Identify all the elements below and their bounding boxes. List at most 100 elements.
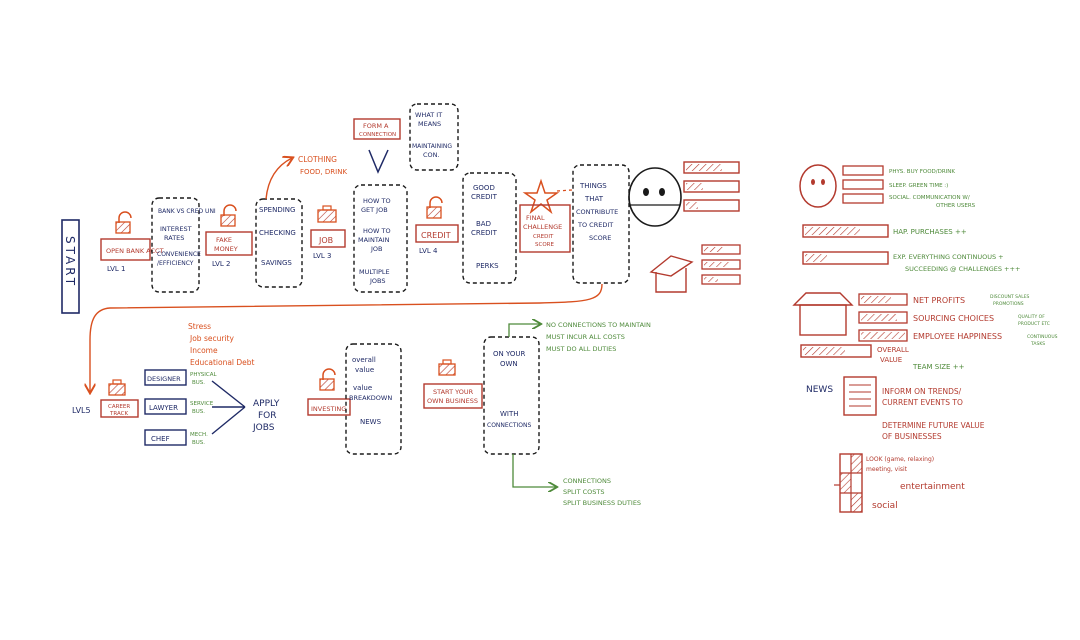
employee-note-2: TASKS <box>1030 341 1045 347</box>
food-drink-label: FOOD, DRINK <box>300 168 347 176</box>
business-briefcase-icon <box>438 359 456 376</box>
employee-note-1: CONTINUOUS <box>1027 334 1058 340</box>
spending-label: SPENDING <box>259 206 295 214</box>
overall-value-bar-fill <box>803 347 845 355</box>
overall-label-1: OVERALL <box>877 346 909 354</box>
inform-label-2: CURRENT EVENTS TO <box>882 398 963 407</box>
head-stat-bars <box>683 161 740 212</box>
row1-to-row2-connector <box>90 283 603 392</box>
value-breakdown-label-2: BREAKDOWN <box>349 394 392 402</box>
spending-box <box>255 198 303 288</box>
credit-score-label-1: CREDIT <box>533 234 554 240</box>
form-connection-box <box>353 118 401 140</box>
sleep-bar <box>842 179 884 190</box>
what-it-means-label-1: WHAT IT <box>415 111 442 119</box>
how-to-get-job-label-1: HOW TO <box>363 197 391 205</box>
how-to-get-job-label-2: GET JOB <box>361 206 388 214</box>
net-profits-note-2: PROMOTIONS <box>993 301 1024 307</box>
apply-label-2: FOR <box>258 411 277 421</box>
final-challenge-star-icon <box>522 178 560 215</box>
net-profits-bar <box>858 293 908 306</box>
legend-news-label: NEWS <box>806 385 833 395</box>
designer-label: DESIGNER <box>147 375 181 383</box>
credit-score-label-2: SCORE <box>535 242 554 248</box>
legend-social-label-2: OTHER USERS <box>936 203 976 209</box>
chef-label: CHEF <box>151 435 170 443</box>
perks-label: PERKS <box>476 262 499 270</box>
designer-note-2: BUS. <box>192 380 205 386</box>
things-label-3: CONTRIBUTE <box>576 208 618 216</box>
entertainment-label: entertainment <box>900 482 965 492</box>
how-to-maintain-label-2: MAINTAIN <box>358 236 390 244</box>
stress-label-2: Job security <box>189 334 234 343</box>
social-bar <box>842 193 884 204</box>
multiple-jobs-label-1: MULTIPLE <box>359 268 390 276</box>
maintaining-label-2: CON. <box>423 151 440 159</box>
savings-label: SAVINGS <box>261 259 292 267</box>
legend-social-label-1: SOCIAL. COMMUNICATION W/ <box>889 195 970 201</box>
net-profits-bar-fill <box>861 296 891 303</box>
shop-icon <box>792 292 854 336</box>
start-business-label-1: START YOUR <box>433 388 474 396</box>
inform-label-4: OF BUSINESSES <box>882 432 942 441</box>
overall-value-label-1: overall <box>352 356 376 364</box>
job-box <box>310 229 346 248</box>
form-connection-label-2: CONNECTION <box>359 132 396 138</box>
start-box: START <box>61 219 80 314</box>
investing-news-label: NEWS <box>360 418 382 426</box>
on-your-own-label-2: OWN <box>500 360 518 368</box>
net-profits-note-1: DISCOUNT SALES <box>990 294 1030 300</box>
credit-label: CREDIT <box>421 231 451 240</box>
look-label-2: meeting, visit <box>866 466 908 473</box>
exp-bar <box>802 251 889 265</box>
career-track-label-2: TRACK <box>109 411 128 417</box>
designer-box <box>144 369 187 386</box>
convenience-label: CONVENIENCE <box>157 251 201 258</box>
checking-label: CHECKING <box>259 229 296 237</box>
sourcing-note-2: PRODUCT ETC <box>1018 321 1050 327</box>
legend-sleep-label: SLEEP. GREEN TIME :) <box>889 183 948 189</box>
look-label-1: LOOK (game, relaxing) <box>866 456 934 463</box>
sourcing-note-1: QUALITY OF <box>1018 314 1045 320</box>
start-label: START <box>63 236 77 288</box>
fake-money-label-1: FAKE <box>216 236 232 244</box>
activity-grid-icon <box>834 453 863 513</box>
investing-info-box <box>345 343 402 455</box>
bank-vs-credit-union-box <box>151 197 200 293</box>
stress-label-4: Educational Debt <box>190 358 255 367</box>
credit-box <box>415 224 459 243</box>
lvl2-lock-icon <box>220 204 237 227</box>
lvl1-label: LVL 1 <box>107 265 126 273</box>
with-connections-label-1: WITH <box>500 410 519 418</box>
social-label: social <box>872 501 898 511</box>
inform-label-3: DETERMINE FUTURE VALUE <box>882 421 985 430</box>
good-bad-credit-box <box>462 172 517 284</box>
apply-label-3: JOBS <box>252 423 275 433</box>
job-label: JOB <box>318 236 333 245</box>
lvl2-label: LVL 2 <box>212 260 231 268</box>
value-breakdown-label-1: value <box>353 384 372 392</box>
lvl4-label: LVL 4 <box>419 247 438 255</box>
employee-bar-fill <box>861 332 905 339</box>
with-connections-arrow <box>512 454 556 487</box>
investing-box <box>307 398 351 416</box>
interest-rates-label-1: INTEREST <box>160 225 192 233</box>
overall-label-2: VALUE <box>880 356 902 364</box>
chef-box <box>144 429 187 446</box>
legend-exp-label-1: EXP. EVERYTHING CONTINUOUS + <box>893 253 1004 261</box>
lvl3-briefcase-icon <box>317 205 337 223</box>
final-challenge-label-1: FINAL <box>526 214 545 222</box>
lvl3-label: LVL 3 <box>313 252 332 260</box>
things-label-4: TO CREDIT <box>577 221 613 229</box>
lawyer-box <box>144 398 187 415</box>
connections-label-3: SPLIT BUSINESS DUTIES <box>563 499 641 507</box>
lawyer-note-2: BUS. <box>192 409 205 415</box>
open-bank-label: OPEN BANK ACCT <box>106 247 164 255</box>
good-credit-label-1: GOOD <box>473 184 495 192</box>
lawyer-note-1: SERVICE <box>190 401 214 407</box>
good-credit-label-2: CREDIT <box>471 193 498 201</box>
inform-label-1: INFORM ON TRENDS/ <box>882 387 962 396</box>
exp-bar-fill <box>805 254 827 262</box>
how-to-maintain-label-3: JOB <box>370 245 383 253</box>
